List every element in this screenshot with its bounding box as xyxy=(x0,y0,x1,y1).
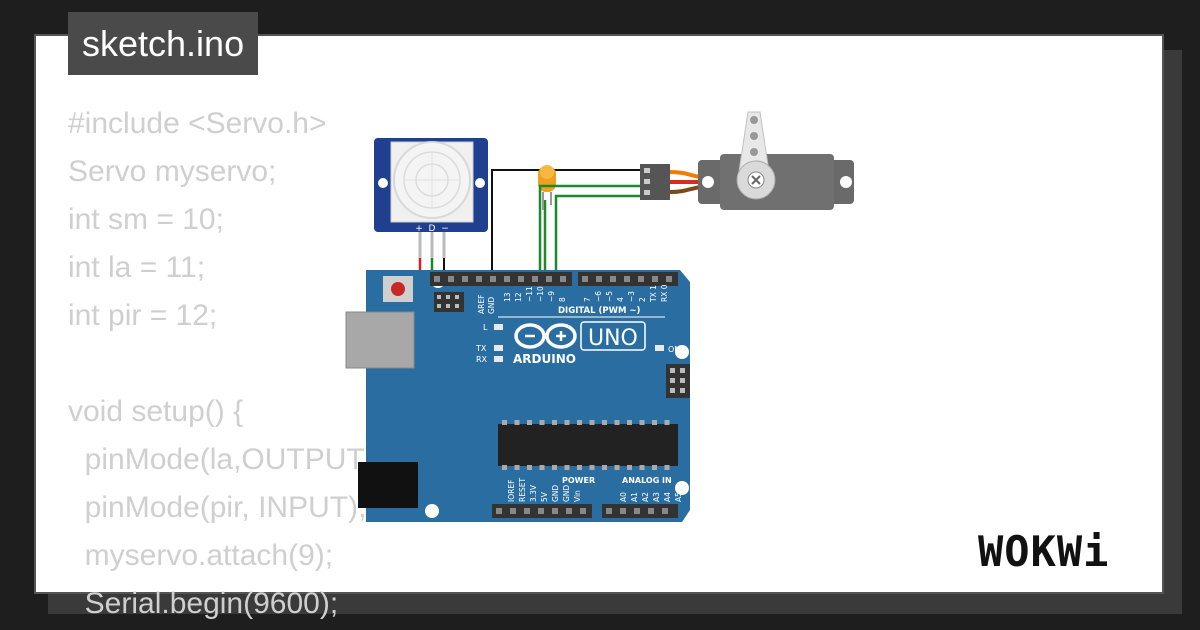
digital-pin-label: 7 xyxy=(583,297,592,302)
digital-pin-label: ~6 xyxy=(594,291,603,302)
digital-pin-label: ~9 xyxy=(547,291,556,302)
power-jack xyxy=(358,462,418,508)
power-pin-label: GND xyxy=(562,485,571,502)
wokwi-logo: WOKWi xyxy=(978,527,1109,576)
digital-pin-label: ~11 xyxy=(525,286,534,302)
servo-wires xyxy=(504,184,640,278)
code-line: void setup() { xyxy=(68,395,244,428)
analog-pin-label: A4 xyxy=(663,492,672,502)
digital-pin-label: ~10 xyxy=(536,286,545,302)
file-title-tab[interactable]: sketch.ino xyxy=(68,12,259,75)
power-pin-label: Vin xyxy=(573,490,582,502)
led-l-label: L xyxy=(483,323,488,332)
analog-pin-label: A3 xyxy=(652,492,661,502)
digital-label: DIGITAL (PWM ~) xyxy=(558,306,640,316)
digital-pin-label: ~3 xyxy=(627,291,636,302)
code-line: int sm = 10; xyxy=(68,203,224,236)
arduino-logo-icon xyxy=(514,323,577,349)
power-pin-label: 5V xyxy=(540,491,549,502)
code-line: int la = 11; xyxy=(68,251,206,284)
servo-motor[interactable] xyxy=(698,111,854,210)
code-line: myservo.attach(9); xyxy=(68,539,334,572)
digital-pin-label: 12 xyxy=(514,292,523,302)
code-line: #include <Servo.h> xyxy=(68,107,327,140)
model-label: UNO xyxy=(588,326,638,351)
svg-text:WOKWi: WOKWi xyxy=(978,527,1109,576)
power-pin-label: 3.3V xyxy=(529,484,538,502)
digital-pin-label: 4 xyxy=(616,297,625,302)
analog-pin-label: A0 xyxy=(619,492,628,502)
power-label: POWER xyxy=(562,476,595,485)
usb-port xyxy=(345,311,415,369)
digital-pin-label: ~5 xyxy=(605,291,614,302)
digital-pin-label: 2 xyxy=(638,297,647,302)
analog-pin-label: A2 xyxy=(641,492,650,502)
analog-label: ANALOG IN xyxy=(622,476,672,485)
code-preview: #include <Servo.h> Servo myservo; int sm =… xyxy=(68,100,488,628)
digital-pin-label: 13 xyxy=(503,292,512,302)
aref-label: AREF xyxy=(477,295,486,314)
analog-pin-label: A1 xyxy=(630,492,639,502)
code-line: int pir = 12; xyxy=(68,299,218,332)
pir-pin-vcc: + xyxy=(415,224,423,234)
analog-pin-label: A5 xyxy=(674,492,683,502)
power-pin-label: GND xyxy=(551,485,560,502)
led-rx-label: RX xyxy=(476,355,488,364)
code-line: pinMode(pir, INPUT); xyxy=(68,491,367,524)
digital-header-left xyxy=(430,272,572,286)
digital-pin-label: TX 1 xyxy=(649,285,658,303)
atmega-chip xyxy=(498,424,678,466)
code-line: pinMode(la,OUTPUT); xyxy=(68,443,384,476)
gnd-label: GND xyxy=(487,297,496,314)
power-pin-label: IOREF xyxy=(507,480,516,502)
code-line: Servo myservo; xyxy=(68,155,277,188)
brand-label: ARDUINO xyxy=(513,352,576,366)
pir-sensor[interactable]: + D − xyxy=(374,138,488,258)
pir-pin-data: D xyxy=(429,224,436,234)
digital-pin-label: 8 xyxy=(558,297,567,302)
pir-pin-gnd: − xyxy=(441,224,449,234)
digital-pin-label: RX 0 xyxy=(660,284,669,302)
led-tx-label: TX xyxy=(475,344,487,353)
power-pin-label: RESET xyxy=(518,478,527,502)
on-label: ON xyxy=(668,345,680,354)
code-line: Serial.begin(9600); xyxy=(68,587,339,620)
